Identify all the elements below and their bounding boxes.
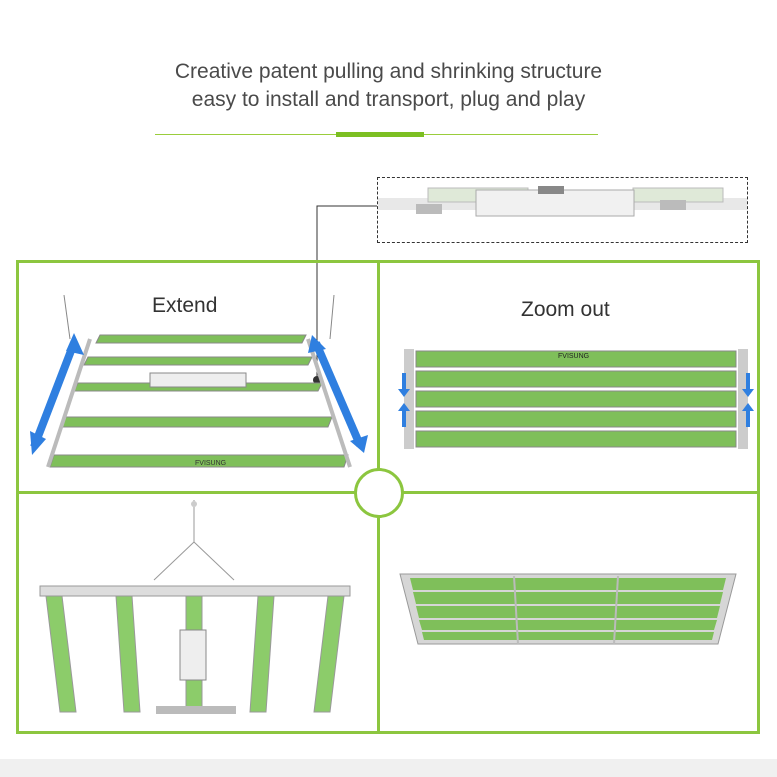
panel-grid [16,260,760,734]
hanging-light-image [39,500,351,714]
headline-line-1: Creative patent pulling and shrinking st… [174,60,603,83]
brand-logo: FVISUNG [195,460,226,467]
brand-logo: FVISUNG [558,353,589,360]
double-arrow-icon [308,335,368,453]
connector-icon [416,200,686,214]
bottom-strip [0,759,777,777]
zoom-out-light-image: FVISUNG [398,349,754,449]
connector-detail-inset [377,177,748,243]
title-divider-accent [336,132,424,137]
double-arrow-icon [742,373,754,427]
zoom-out-label: Zoom out [521,298,610,321]
double-arrow-icon [398,373,410,427]
connector-detail-image [378,186,747,217]
double-arrow-icon [30,333,84,455]
folded-light-image [399,573,737,645]
headline-line-2: easy to install and transport, plug and … [191,88,586,111]
grid-center-circle [354,468,404,518]
extend-label: Extend [152,294,218,317]
extend-light-image: FVISUNG [30,295,368,468]
